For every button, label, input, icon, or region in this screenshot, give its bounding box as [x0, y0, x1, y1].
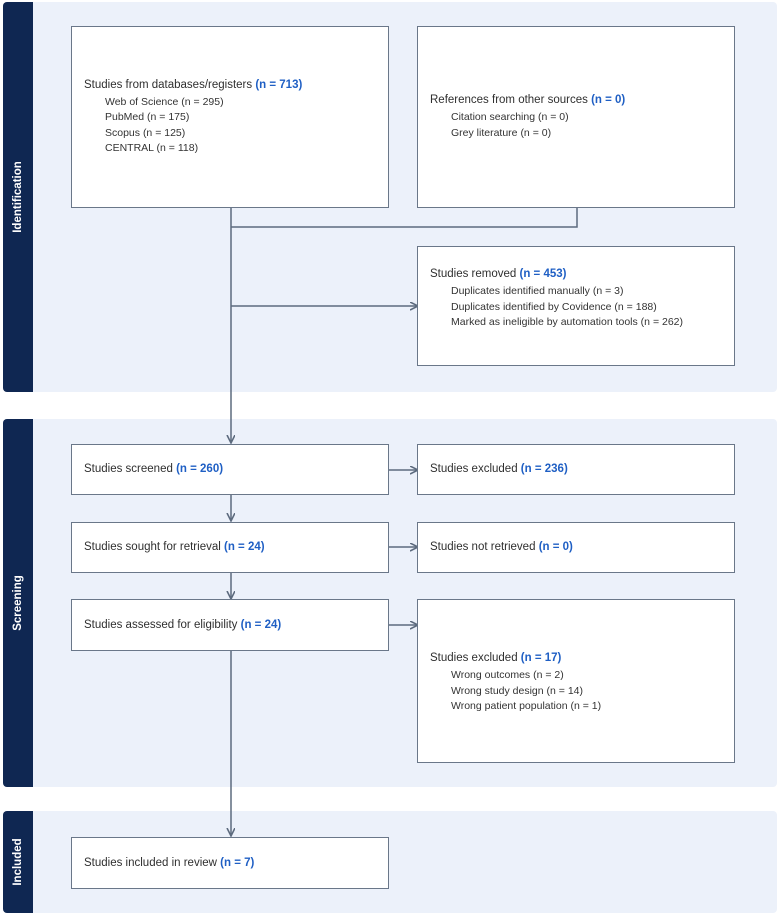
other-sources-box: References from other sources (n = 0) Ci…: [417, 26, 735, 208]
excluded-title: Studies excluded: [430, 463, 518, 475]
excluded-reason-item: Wrong patient population (n = 1): [451, 700, 602, 712]
removed-title: Studies removed: [430, 268, 517, 280]
other-sources-count: (n = 0): [591, 94, 626, 106]
assessed-count: (n = 24): [240, 618, 282, 631]
removed-box: Studies removed (n = 453) Duplicates ide…: [417, 246, 735, 366]
excluded-reasons-box: Studies excluded (n = 17) Wrong outcomes…: [417, 599, 735, 763]
not-retrieved-title: Studies not retrieved: [430, 541, 536, 553]
assessed-box: Studies assessed for eligibility (n = 24…: [71, 599, 389, 651]
identification-phase-text: Identification: [12, 161, 24, 233]
databases-item: Scopus (n = 125): [105, 126, 186, 139]
screening-phase-label: Screening: [3, 419, 33, 787]
other-sources-item: Grey literature (n = 0): [451, 126, 552, 139]
sought-title: Studies sought for retrieval: [84, 541, 221, 553]
databases-box: Studies from databases/registers (n = 71…: [71, 26, 389, 208]
not-retrieved-count: (n = 0): [538, 541, 573, 553]
databases-item: PubMed (n = 175): [105, 111, 190, 123]
screened-count: (n = 260): [176, 463, 224, 475]
screened-box: Studies screened (n = 260): [71, 444, 389, 495]
excluded-reasons-count: (n = 17): [520, 652, 562, 664]
included-count: (n = 7): [220, 856, 255, 869]
sought-box: Studies sought for retrieval (n = 24): [71, 522, 389, 573]
excluded-reason-item: Wrong outcomes (n = 2): [451, 669, 564, 681]
databases-list: Web of Science (n = 295) PubMed (n = 175…: [72, 95, 388, 157]
screened-title: Studies screened: [84, 463, 173, 475]
screening-phase-text: Screening: [12, 575, 24, 631]
included-phase-text: Included: [12, 838, 24, 886]
sought-count: (n = 24): [224, 541, 265, 553]
other-sources-item: Citation searching (n = 0): [451, 111, 569, 123]
databases-title: Studies from databases/registers: [84, 78, 253, 91]
removed-count: (n = 453): [519, 268, 567, 280]
removed-item: Duplicates identified by Covidence (n = …: [451, 300, 657, 313]
excluded-reason-item: Wrong study design (n = 14): [451, 684, 584, 697]
included-phase-label: Included: [3, 811, 33, 913]
included-box: Studies included in review (n = 7): [71, 837, 389, 889]
assessed-title: Studies assessed for eligibility: [84, 618, 238, 631]
removed-item: Marked as ineligible by automation tools…: [451, 316, 684, 328]
databases-count: (n = 713): [255, 78, 303, 91]
other-sources-list: Citation searching (n = 0) Grey literatu…: [418, 110, 734, 141]
other-sources-title: References from other sources: [430, 94, 588, 106]
removed-item: Duplicates identified manually (n = 3): [451, 285, 624, 297]
databases-item: Web of Science (n = 295): [105, 95, 224, 108]
excluded-reasons-title: Studies excluded: [430, 652, 518, 664]
included-title: Studies included in review: [84, 856, 217, 869]
removed-list: Duplicates identified manually (n = 3) D…: [418, 284, 734, 331]
databases-item: CENTRAL (n = 118): [105, 142, 199, 154]
excluded-reasons-list: Wrong outcomes (n = 2) Wrong study desig…: [418, 668, 734, 715]
identification-phase-label: Identification: [3, 2, 33, 392]
not-retrieved-box: Studies not retrieved (n = 0): [417, 522, 735, 573]
excluded-box: Studies excluded (n = 236): [417, 444, 735, 495]
excluded-count: (n = 236): [520, 463, 568, 475]
